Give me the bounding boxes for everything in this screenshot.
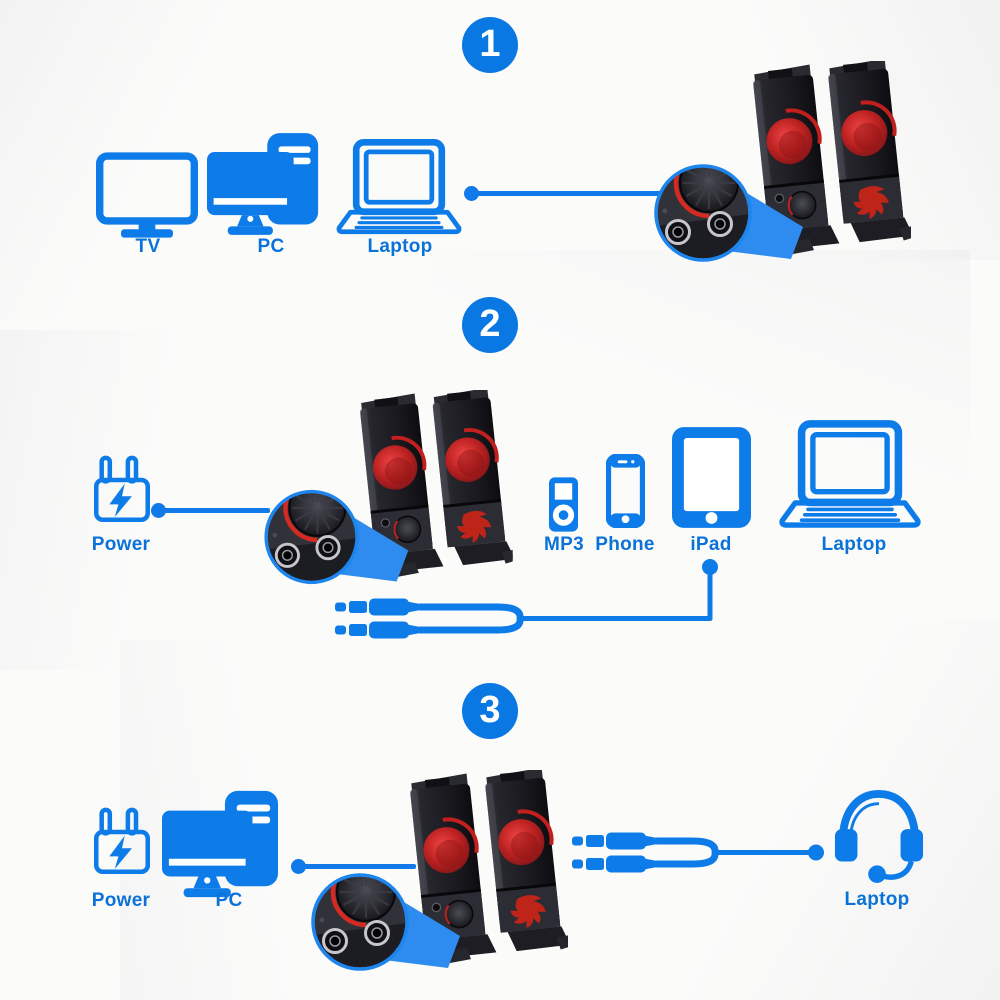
audio-y-cable-icon xyxy=(335,559,718,639)
pc-label: PC xyxy=(257,236,285,257)
tv-label: TV xyxy=(135,236,161,257)
audio-y-cable-icon xyxy=(572,832,824,873)
step-3-badge: 3 xyxy=(462,683,518,739)
ipad-label: iPad xyxy=(690,534,732,555)
laptop-icon xyxy=(336,139,462,236)
pc-icon xyxy=(162,788,280,900)
power-plug-icon xyxy=(94,798,150,884)
phone-label: Phone xyxy=(595,534,655,555)
pc-icon xyxy=(207,133,320,235)
ipad-icon xyxy=(672,427,751,528)
laptop-label: Laptop xyxy=(821,534,887,555)
headset-icon xyxy=(833,786,925,886)
power-plug-icon xyxy=(94,446,150,532)
pc-label: PC xyxy=(215,890,243,911)
connector-line xyxy=(298,864,416,869)
mp3-label: MP3 xyxy=(544,534,584,555)
tv-icon xyxy=(96,152,198,238)
speakers-image xyxy=(651,61,911,273)
power-label: Power xyxy=(91,890,151,911)
speakers-image xyxy=(308,770,568,982)
laptop-icon xyxy=(779,420,921,530)
connector-line xyxy=(471,191,661,196)
mp3-player-icon xyxy=(549,477,578,532)
power-label: Power xyxy=(91,534,151,555)
paper-crease xyxy=(0,330,300,670)
connector-line xyxy=(158,508,270,513)
step-2-badge: 2 xyxy=(462,297,518,353)
phone-icon xyxy=(606,454,645,528)
laptop-label: Laptop xyxy=(844,889,910,910)
paper-crease xyxy=(620,620,1000,1000)
step-1-badge: 1 xyxy=(462,17,518,73)
laptop-label: Laptop xyxy=(367,236,433,257)
